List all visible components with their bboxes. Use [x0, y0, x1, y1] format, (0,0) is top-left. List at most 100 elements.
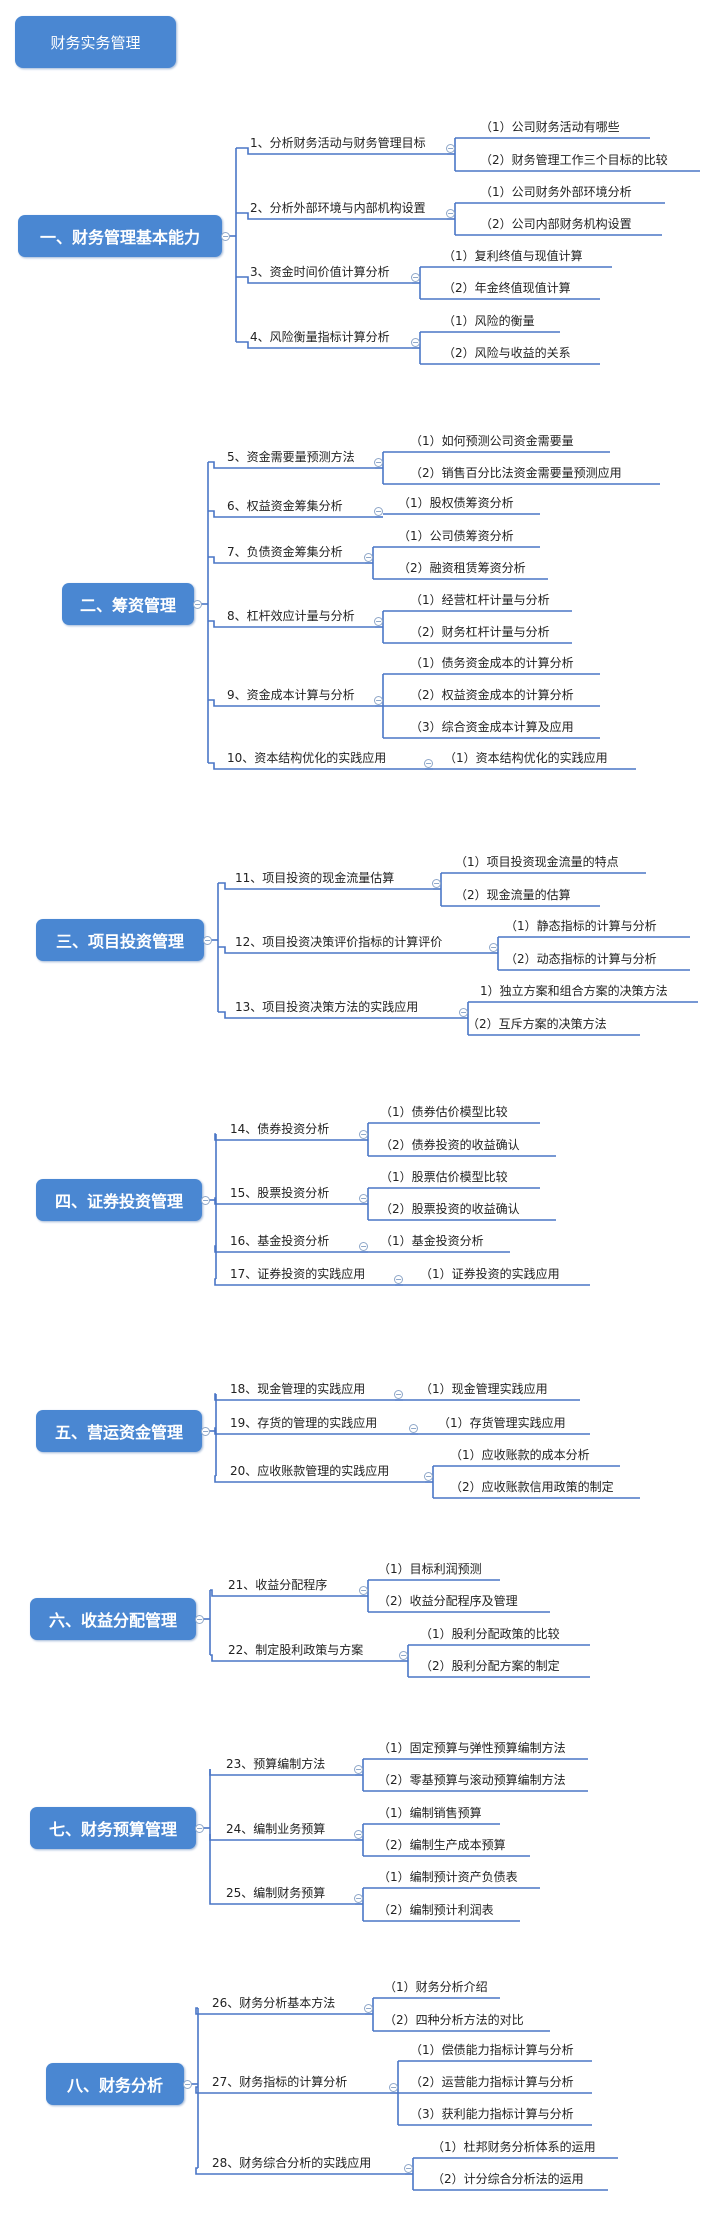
subtopic-item[interactable]: （2）四种分析方法的对比	[384, 2013, 524, 2027]
item-collapse-icon[interactable]: −	[354, 1894, 363, 1903]
topic-item[interactable]: 5、资金需要量预测方法	[227, 450, 355, 464]
subtopic-item[interactable]: （2）编制生产成本预算	[378, 1838, 506, 1852]
subtopic-item[interactable]: （1）现金管理实践应用	[420, 1382, 548, 1396]
subtopic-item[interactable]: （1）如何预测公司资金需要量	[410, 434, 574, 448]
subtopic-item[interactable]: （2）动态指标的计算与分析	[505, 952, 657, 966]
section-collapse-icon[interactable]: −	[201, 1427, 210, 1436]
subtopic-item[interactable]: （2）债券投资的收益确认	[380, 1138, 520, 1152]
topic-item[interactable]: 12、项目投资决策评价指标的计算评价	[235, 935, 443, 949]
item-collapse-icon[interactable]: −	[389, 2083, 398, 2092]
topic-item[interactable]: 1、分析财务活动与财务管理目标	[250, 136, 426, 150]
subtopic-item[interactable]: （1）经营杠杆计量与分析	[410, 593, 550, 607]
section-node[interactable]: 一、财务管理基本能力	[18, 215, 222, 257]
item-collapse-icon[interactable]: −	[374, 617, 383, 626]
subtopic-item[interactable]: （2）现金流量的估算	[455, 888, 571, 902]
topic-item[interactable]: 28、财务综合分析的实践应用	[212, 2156, 372, 2170]
subtopic-item[interactable]: （3）获利能力指标计算与分析	[410, 2107, 574, 2121]
section-collapse-icon[interactable]: −	[195, 1615, 204, 1624]
subtopic-item[interactable]: （2）年金终值现值计算	[443, 281, 571, 295]
item-collapse-icon[interactable]: −	[359, 1130, 368, 1139]
subtopic-item[interactable]: （1）股利分配政策的比较	[420, 1627, 560, 1641]
item-collapse-icon[interactable]: −	[359, 1242, 368, 1251]
subtopic-item[interactable]: （1）股权债筹资分析	[398, 496, 514, 510]
topic-item[interactable]: 23、预算编制方法	[226, 1757, 326, 1771]
item-collapse-icon[interactable]: −	[354, 1830, 363, 1839]
subtopic-item[interactable]: （2）股票投资的收益确认	[380, 1202, 520, 1216]
topic-item[interactable]: 10、资本结构优化的实践应用	[227, 751, 387, 765]
subtopic-item[interactable]: （2）销售百分比法资金需要量预测应用	[410, 466, 622, 480]
item-collapse-icon[interactable]: −	[404, 2164, 413, 2173]
section-node[interactable]: 七、财务预算管理	[30, 1807, 196, 1849]
item-collapse-icon[interactable]: −	[374, 507, 383, 516]
topic-item[interactable]: 8、杠杆效应计量与分析	[227, 609, 355, 623]
item-collapse-icon[interactable]: −	[399, 1651, 408, 1660]
topic-item[interactable]: 17、证券投资的实践应用	[230, 1267, 366, 1281]
subtopic-item[interactable]: （2）运营能力指标计算与分析	[410, 2075, 574, 2089]
item-collapse-icon[interactable]: −	[359, 1194, 368, 1203]
topic-item[interactable]: 4、风险衡量指标计算分析	[250, 330, 390, 344]
item-collapse-icon[interactable]: −	[354, 1765, 363, 1774]
item-collapse-icon[interactable]: −	[459, 1008, 468, 1017]
topic-item[interactable]: 6、权益资金筹集分析	[227, 499, 343, 513]
section-collapse-icon[interactable]: −	[203, 936, 212, 945]
subtopic-item[interactable]: （2）财务管理工作三个目标的比较	[480, 153, 668, 167]
section-node[interactable]: 五、营运资金管理	[36, 1410, 202, 1452]
topic-item[interactable]: 15、股票投资分析	[230, 1186, 330, 1200]
topic-item[interactable]: 14、债券投资分析	[230, 1122, 330, 1136]
subtopic-item[interactable]: （1）债务资金成本的计算分析	[410, 656, 574, 670]
subtopic-item[interactable]: （1）股票估价模型比较	[380, 1170, 508, 1184]
section-node[interactable]: 八、财务分析	[46, 2063, 184, 2105]
topic-item[interactable]: 20、应收账款管理的实践应用	[230, 1464, 390, 1478]
item-collapse-icon[interactable]: −	[374, 696, 383, 705]
topic-item[interactable]: 3、资金时间价值计算分析	[250, 265, 390, 279]
item-collapse-icon[interactable]: −	[446, 209, 455, 218]
subtopic-item[interactable]: （2）零基预算与滚动预算编制方法	[378, 1773, 566, 1787]
item-collapse-icon[interactable]: −	[432, 879, 441, 888]
subtopic-item[interactable]: （3）综合资金成本计算及应用	[410, 720, 574, 734]
item-collapse-icon[interactable]: −	[409, 1424, 418, 1433]
subtopic-item[interactable]: （2）互斥方案的决策方法	[467, 1017, 607, 1031]
subtopic-item[interactable]: （1）公司财务外部环境分析	[480, 185, 632, 199]
subtopic-item[interactable]: （1）杜邦财务分析体系的运用	[432, 2140, 596, 2154]
subtopic-item[interactable]: （1）证券投资的实践应用	[420, 1267, 560, 1281]
section-node[interactable]: 三、项目投资管理	[36, 919, 204, 961]
topic-item[interactable]: 26、财务分析基本方法	[212, 1996, 336, 2010]
subtopic-item[interactable]: （2）计分综合分析法的运用	[432, 2172, 584, 2186]
subtopic-item[interactable]: （2）公司内部财务机构设置	[480, 217, 632, 231]
subtopic-item[interactable]: （2）编制预计利润表	[378, 1903, 494, 1917]
topic-item[interactable]: 11、项目投资的现金流量估算	[235, 871, 395, 885]
subtopic-item[interactable]: （1）公司财务活动有哪些	[480, 120, 620, 134]
item-collapse-icon[interactable]: −	[489, 943, 498, 952]
item-collapse-icon[interactable]: −	[394, 1390, 403, 1399]
subtopic-item[interactable]: （2）应收账款信用政策的制定	[450, 1480, 614, 1494]
item-collapse-icon[interactable]: −	[424, 1472, 433, 1481]
subtopic-item[interactable]: （1）基金投资分析	[380, 1234, 484, 1248]
topic-item[interactable]: 16、基金投资分析	[230, 1234, 330, 1248]
topic-item[interactable]: 21、收益分配程序	[228, 1578, 328, 1592]
section-collapse-icon[interactable]: −	[195, 1824, 204, 1833]
subtopic-item[interactable]: （1）偿债能力指标计算与分析	[410, 2043, 574, 2057]
subtopic-item[interactable]: （1）项目投资现金流量的特点	[455, 855, 619, 869]
section-node[interactable]: 四、证券投资管理	[36, 1179, 202, 1221]
subtopic-item[interactable]: （2）风险与收益的关系	[443, 346, 571, 360]
item-collapse-icon[interactable]: −	[424, 759, 433, 768]
subtopic-item[interactable]: （1）公司债筹资分析	[398, 529, 514, 543]
subtopic-item[interactable]: （1）固定预算与弹性预算编制方法	[378, 1741, 566, 1755]
subtopic-item[interactable]: （1）应收账款的成本分析	[450, 1448, 590, 1462]
subtopic-item[interactable]: （1）资本结构优化的实践应用	[444, 751, 608, 765]
topic-item[interactable]: 24、编制业务预算	[226, 1822, 326, 1836]
subtopic-item[interactable]: （1）编制预计资产负债表	[378, 1870, 518, 1884]
topic-item[interactable]: 18、现金管理的实践应用	[230, 1382, 366, 1396]
item-collapse-icon[interactable]: −	[374, 458, 383, 467]
topic-item[interactable]: 7、负债资金筹集分析	[227, 545, 343, 559]
section-collapse-icon[interactable]: −	[221, 232, 230, 241]
item-collapse-icon[interactable]: −	[359, 1586, 368, 1595]
item-collapse-icon[interactable]: −	[364, 2004, 373, 2013]
subtopic-item[interactable]: （1）存货管理实践应用	[438, 1416, 566, 1430]
subtopic-item[interactable]: （2）股利分配方案的制定	[420, 1659, 560, 1673]
subtopic-item[interactable]: （1）风险的衡量	[443, 314, 535, 328]
topic-item[interactable]: 13、项目投资决策方法的实践应用	[235, 1000, 419, 1014]
subtopic-item[interactable]: （2）财务杠杆计量与分析	[410, 625, 550, 639]
section-collapse-icon[interactable]: −	[201, 1196, 210, 1205]
subtopic-item[interactable]: （2）收益分配程序及管理	[378, 1594, 518, 1608]
